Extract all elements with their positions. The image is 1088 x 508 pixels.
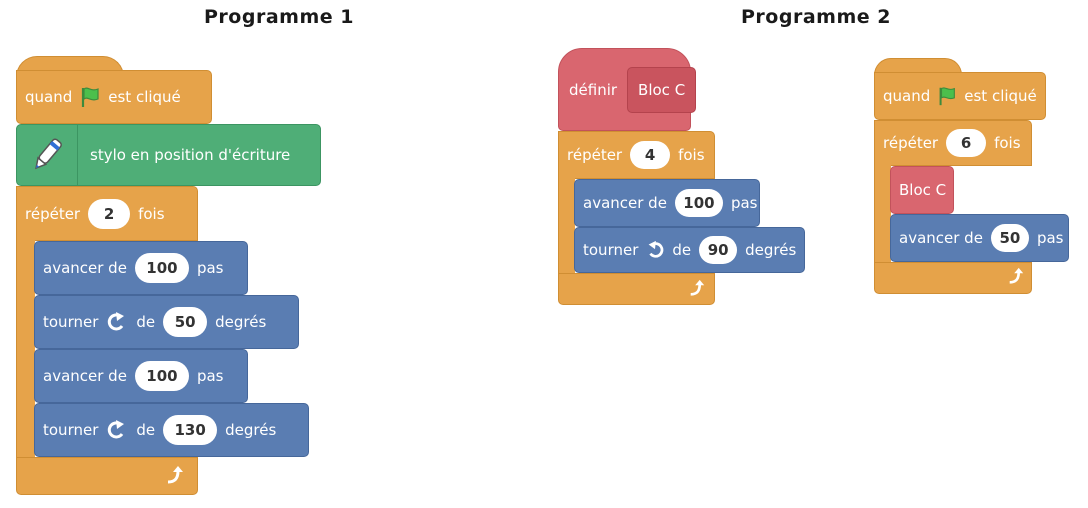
move-label-pre: avancer de	[43, 367, 127, 385]
when-flag-clicked-block[interactable]: quand est cliqué	[874, 72, 1046, 120]
turn-degrees-input[interactable]: 130	[163, 415, 218, 445]
turn-label-mid: de	[672, 241, 692, 259]
repeat-arm	[874, 165, 891, 263]
turn-label-post: degrés	[745, 241, 797, 259]
turn-right-block[interactable]: tourner de 50 degrés	[34, 295, 299, 349]
move-label-pre: avancer de	[43, 259, 127, 277]
define-block[interactable]: définir Bloc C	[558, 48, 697, 131]
turn-left-icon	[649, 240, 664, 258]
move-label-post: pas	[730, 194, 758, 212]
repeat-count-input[interactable]: 4	[630, 141, 671, 169]
turn-label-pre: tourner	[583, 241, 639, 259]
define-label: définir	[569, 80, 618, 99]
bloc-c-call-block[interactable]: Bloc C	[890, 166, 954, 214]
green-flag-icon	[939, 87, 956, 106]
repeat-count-input[interactable]: 2	[88, 198, 131, 229]
pen-down-label: stylo en position d'écriture	[90, 146, 291, 164]
repeat-label-pre: répéter	[883, 134, 939, 152]
loop-arrow-icon	[690, 279, 705, 296]
repeat-count-input[interactable]: 6	[946, 129, 987, 157]
hat-label-post: est cliqué	[964, 87, 1037, 105]
move-steps-input[interactable]: 100	[134, 253, 189, 283]
title-programme-2: Programme 2	[741, 6, 891, 28]
pen-icon	[35, 138, 62, 170]
move-steps-input[interactable]: 100	[134, 361, 189, 391]
hat-label-post: est cliqué	[108, 88, 181, 106]
repeat-arm	[558, 178, 575, 275]
define-block-name: Bloc C	[638, 80, 686, 99]
turn-left-block[interactable]: tourner de 90 degrés	[574, 227, 805, 273]
repeat-label-pre: répéter	[25, 204, 81, 223]
move-block[interactable]: avancer de 50 pas	[890, 214, 1069, 262]
repeat-label-post: fois	[994, 134, 1021, 152]
repeat-foot	[16, 457, 198, 495]
pen-icon-box	[17, 125, 78, 185]
turn-degrees-input[interactable]: 50	[163, 307, 208, 337]
bloc-c-call-label: Bloc C	[899, 181, 947, 199]
turn-right-block[interactable]: tourner de 130 degrés	[34, 403, 309, 457]
turn-right-icon	[108, 420, 125, 439]
move-steps-input[interactable]: 100	[674, 189, 723, 217]
move-label-post: pas	[1036, 229, 1064, 247]
repeat-block[interactable]: répéter 6 fois	[874, 120, 1032, 166]
turn-label-pre: tourner	[43, 313, 99, 331]
define-prototype: Bloc C	[627, 66, 697, 113]
turn-label-pre: tourner	[43, 421, 99, 439]
repeat-label-post: fois	[138, 204, 165, 223]
when-flag-clicked-block[interactable]: quand est cliqué	[16, 70, 212, 124]
turn-label-post: degrés	[215, 313, 267, 331]
move-label-post: pas	[196, 259, 224, 277]
repeat-block[interactable]: répéter 4 fois	[558, 131, 715, 179]
turn-degrees-input[interactable]: 90	[699, 236, 738, 264]
move-label-pre: avancer de	[583, 194, 667, 212]
move-label-pre: avancer de	[899, 229, 983, 247]
turn-label-mid: de	[136, 421, 156, 439]
turn-right-icon	[108, 312, 125, 331]
move-steps-input[interactable]: 50	[990, 224, 1029, 252]
loop-arrow-icon	[1009, 267, 1024, 284]
hat-label-pre: quand	[25, 88, 73, 106]
move-block[interactable]: avancer de 100 pas	[34, 349, 248, 403]
turn-label-mid: de	[136, 313, 156, 331]
repeat-foot	[558, 273, 715, 305]
title-programme-1: Programme 1	[204, 6, 354, 28]
move-label-post: pas	[196, 367, 224, 385]
repeat-label-pre: répéter	[567, 146, 623, 164]
repeat-block[interactable]: répéter 2 fois	[16, 186, 198, 241]
pen-down-block[interactable]: stylo en position d'écriture	[16, 124, 321, 186]
hat-label-pre: quand	[883, 87, 931, 105]
repeat-foot	[874, 262, 1032, 294]
repeat-arm	[16, 240, 35, 461]
move-block[interactable]: avancer de 100 pas	[574, 179, 760, 227]
move-block[interactable]: avancer de 100 pas	[34, 241, 248, 295]
turn-label-post: degrés	[225, 421, 277, 439]
green-flag-icon	[82, 87, 99, 107]
loop-arrow-icon	[167, 466, 183, 484]
repeat-label-post: fois	[678, 146, 705, 164]
